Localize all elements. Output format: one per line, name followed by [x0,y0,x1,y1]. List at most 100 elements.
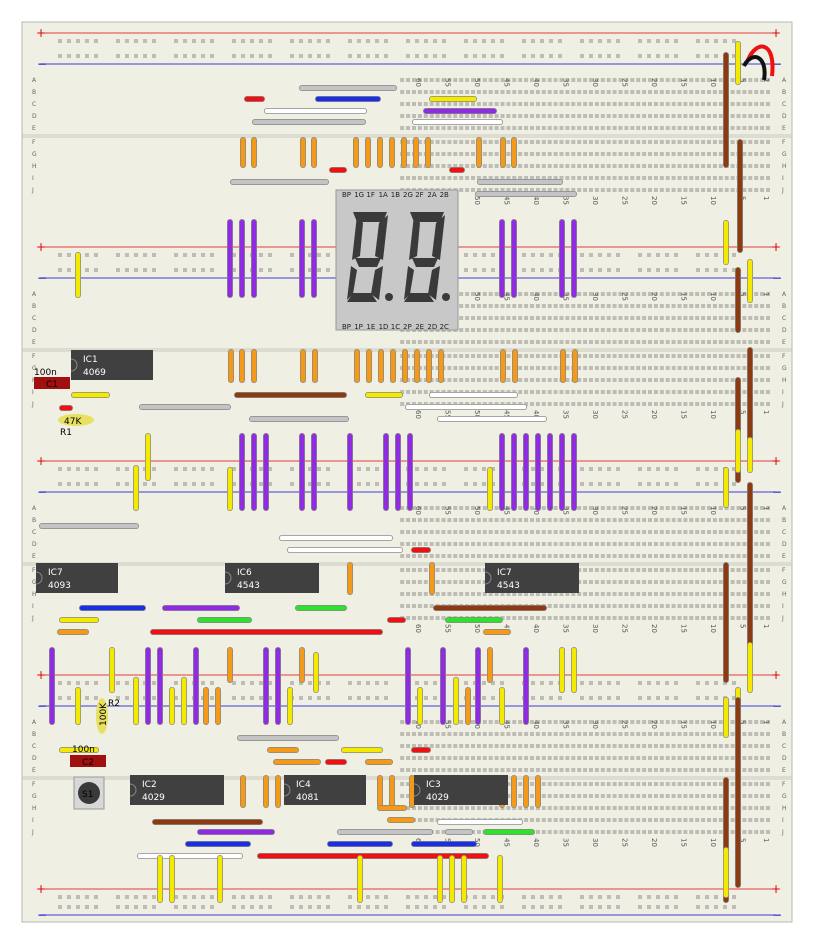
hole [406,176,411,180]
hole [577,114,582,118]
hole [653,152,658,156]
row-letter: J [31,615,34,622]
hole [577,744,582,748]
hole [594,390,599,394]
hole [476,292,481,296]
hole [441,126,446,130]
hole [636,354,641,358]
hole [636,152,641,156]
hole [653,568,658,572]
hole [665,732,670,736]
hole [594,530,599,534]
hole [742,188,747,192]
hole [571,316,576,320]
hole [730,176,735,180]
hole [482,90,487,94]
resistor-r2-body [96,698,108,734]
rail-hole [549,253,553,257]
hole [577,604,582,608]
rail-hole [491,39,495,43]
hole [524,768,529,772]
hole [412,720,416,724]
hole [553,90,558,94]
hole [553,102,558,106]
hole [535,390,540,394]
hole [707,402,711,406]
hole [412,554,416,558]
hole [648,152,652,156]
hole [594,378,599,382]
rail-hole [580,467,584,471]
hole [624,794,629,798]
hole [494,140,499,144]
rail-hole [482,39,486,43]
hole [742,720,747,724]
rail-hole [58,895,62,899]
hole [760,518,765,522]
hole [589,340,593,344]
hole [653,768,658,772]
hole [559,176,564,180]
hole [589,744,593,748]
hole [653,518,658,522]
hole [742,366,747,370]
hole [701,542,706,546]
hole [742,152,747,156]
hole [689,732,694,736]
hole [748,316,753,320]
column-number: 25 [620,196,628,205]
rail-hole [116,681,120,685]
hole [766,378,770,382]
row-letter: J [781,187,784,194]
rail-hole [183,54,187,58]
hole [754,530,759,534]
rail-hole [268,696,272,700]
rail-hole [116,482,120,486]
hole [707,188,711,192]
components: IC14069IC74093IC64543IC74543IC24029IC440… [34,189,579,810]
hole [766,152,770,156]
hole [417,102,422,106]
column-number: 50 [473,410,481,419]
hole [742,354,747,358]
hole [701,592,706,596]
row-letter: A [782,719,787,726]
hole [465,768,470,772]
hole [423,604,428,608]
hole [707,818,711,822]
hole [559,768,564,772]
hole [754,580,759,584]
rail-hole [241,681,245,685]
hole [642,592,647,596]
hole [589,354,593,358]
hole [565,794,570,798]
hole [565,126,570,130]
rail-hole [201,253,205,257]
hole [712,794,717,798]
hole [701,292,706,296]
hole [459,732,464,736]
rail-hole [76,54,80,58]
hole [589,402,593,406]
hole [683,304,688,308]
hole [671,316,676,320]
rail-hole [348,895,352,899]
rail-hole [201,482,205,486]
hole [535,378,540,382]
hole [594,328,599,332]
hole [689,518,694,522]
hole [476,340,481,344]
hole [465,164,470,168]
hole [712,720,717,724]
row-letter: C [32,743,36,750]
hole [476,78,481,82]
hole [577,542,582,546]
hole [665,140,670,144]
hole [766,554,770,558]
hole [730,542,735,546]
hole [577,340,582,344]
hole [494,188,499,192]
hole [718,328,723,332]
hole [594,580,599,584]
hole [754,354,759,358]
